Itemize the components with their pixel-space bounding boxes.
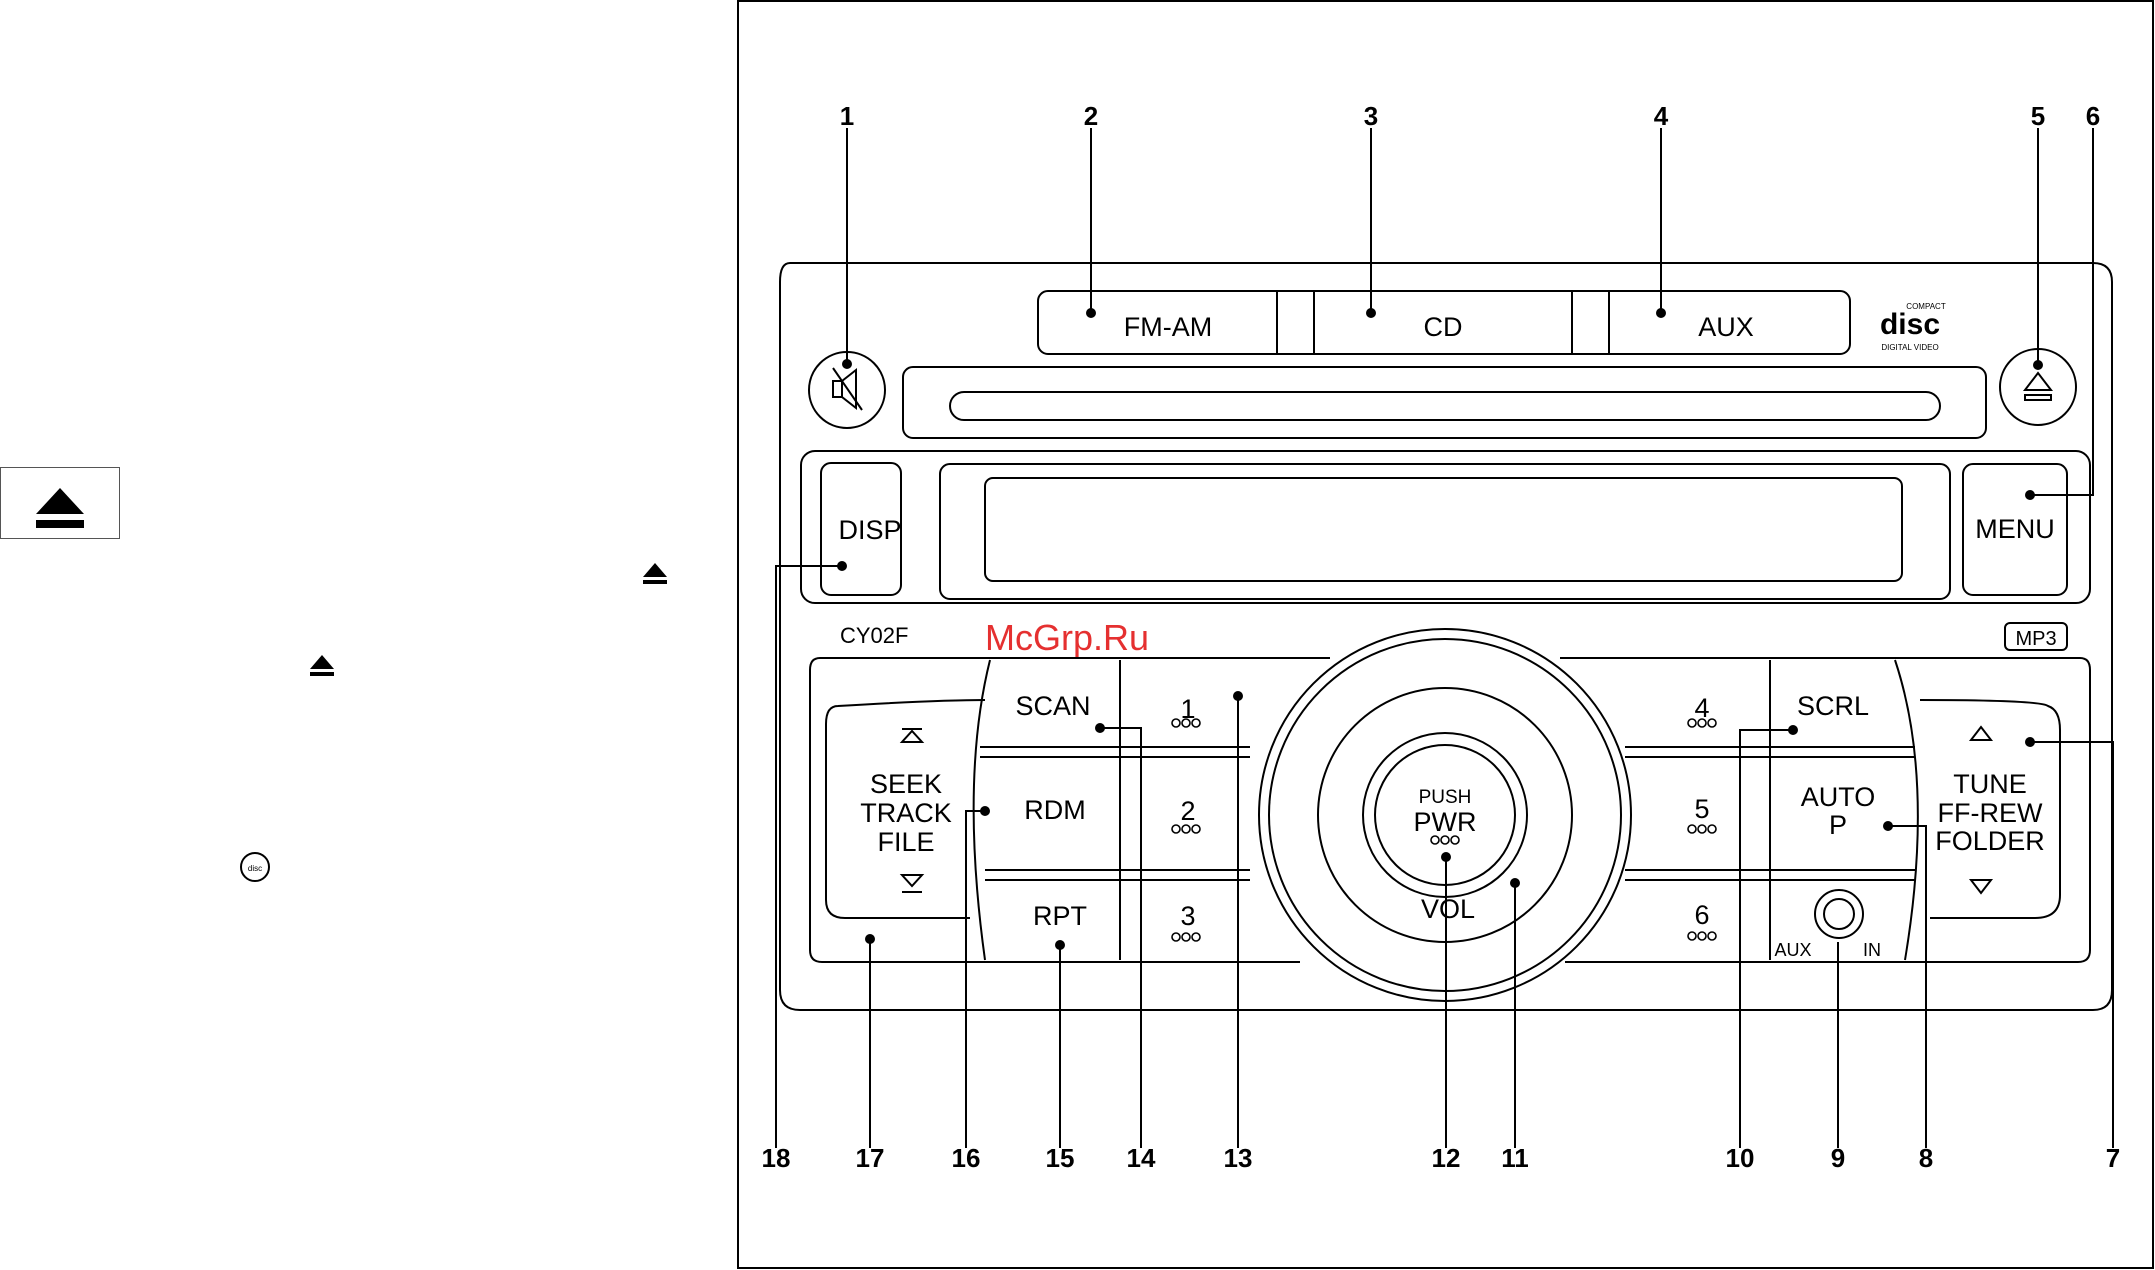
callout-16: 16	[952, 1143, 981, 1173]
callout-3: 3	[1364, 101, 1378, 131]
rpt-button[interactable]: RPT	[1033, 901, 1087, 931]
callout-7: 7	[2106, 1143, 2120, 1173]
svg-text:DIGITAL VIDEO: DIGITAL VIDEO	[1881, 343, 1938, 352]
display-frame	[940, 464, 1950, 599]
folder-label: FOLDER	[1935, 826, 2045, 856]
scan-button[interactable]: SCAN	[1015, 691, 1090, 721]
rdm-button[interactable]: RDM	[1024, 795, 1086, 825]
seek-down-icon	[902, 875, 922, 892]
seek-label[interactable]: SEEK	[870, 769, 942, 799]
auto-p-button[interactable]: AUTO	[1801, 782, 1876, 812]
fm-am-button[interactable]: FM-AM	[1124, 312, 1212, 342]
callout-14: 14	[1127, 1143, 1156, 1173]
aux-button[interactable]: AUX	[1698, 312, 1754, 342]
disp-label: DISP	[838, 515, 901, 545]
disc-logo: COMPACT disc DIGITAL VIDEO	[1880, 302, 1946, 352]
callout-9: 9	[1831, 1143, 1845, 1173]
eject-icon	[643, 563, 667, 584]
callout-13: 13	[1224, 1143, 1253, 1173]
model-label: CY02F	[840, 623, 908, 648]
watermark: McGrp.Ru	[985, 617, 1149, 658]
auto-p-label-p: P	[1829, 810, 1847, 840]
preset-6-button[interactable]: 6	[1694, 900, 1709, 930]
track-label: TRACK	[860, 798, 952, 828]
callout-lines	[776, 128, 2113, 1148]
eject-icon	[36, 488, 84, 528]
seek-up-icon	[902, 729, 922, 742]
preset-2-button[interactable]: 2	[1180, 796, 1195, 826]
file-label: FILE	[877, 827, 934, 857]
cd-slot	[903, 367, 1986, 438]
callout-1: 1	[840, 101, 854, 131]
aux-in-left-label: AUX	[1774, 940, 1811, 960]
callout-4: 4	[1654, 101, 1669, 131]
scrl-button[interactable]: SCRL	[1797, 691, 1869, 721]
tune-down-icon	[1971, 880, 1991, 893]
tune-up-icon	[1971, 727, 1991, 740]
svg-text:disc: disc	[248, 864, 262, 873]
eject-icon	[2025, 373, 2051, 400]
aux-in-right-label: IN	[1863, 940, 1881, 960]
mute-icon	[833, 368, 862, 410]
cd-logo-icon: disc	[241, 853, 269, 881]
preset-3-button[interactable]: 3	[1180, 901, 1195, 931]
callout-2: 2	[1084, 101, 1098, 131]
display-screen	[985, 478, 1902, 581]
callout-15: 15	[1046, 1143, 1075, 1173]
knob-dots	[1431, 836, 1459, 844]
callout-10: 10	[1726, 1143, 1755, 1173]
tune-label[interactable]: TUNE	[1953, 769, 2027, 799]
callout-12: 12	[1432, 1143, 1461, 1173]
menu-label: MENU	[1975, 514, 2055, 544]
callout-6: 6	[2086, 101, 2100, 131]
cd-button[interactable]: CD	[1424, 312, 1463, 342]
callout-11: 11	[1501, 1143, 1529, 1173]
callout-8: 8	[1919, 1143, 1933, 1173]
knob-push-label: PUSH	[1419, 787, 1472, 808]
eject-icon	[310, 655, 334, 676]
preset-5-button[interactable]: 5	[1694, 794, 1709, 824]
callout-5: 5	[2031, 101, 2045, 131]
mp3-badge-label: MP3	[2015, 628, 2056, 650]
knob-pwr-label: PWR	[1414, 807, 1477, 837]
knob-vol-label: VOL	[1421, 894, 1475, 924]
aux-in-jack[interactable]	[1815, 890, 1863, 938]
callout-17: 17	[856, 1143, 885, 1173]
svg-text:disc: disc	[1880, 308, 1940, 341]
ff-rew-label: FF-REW	[1938, 798, 2043, 828]
callout-18: 18	[762, 1143, 791, 1173]
